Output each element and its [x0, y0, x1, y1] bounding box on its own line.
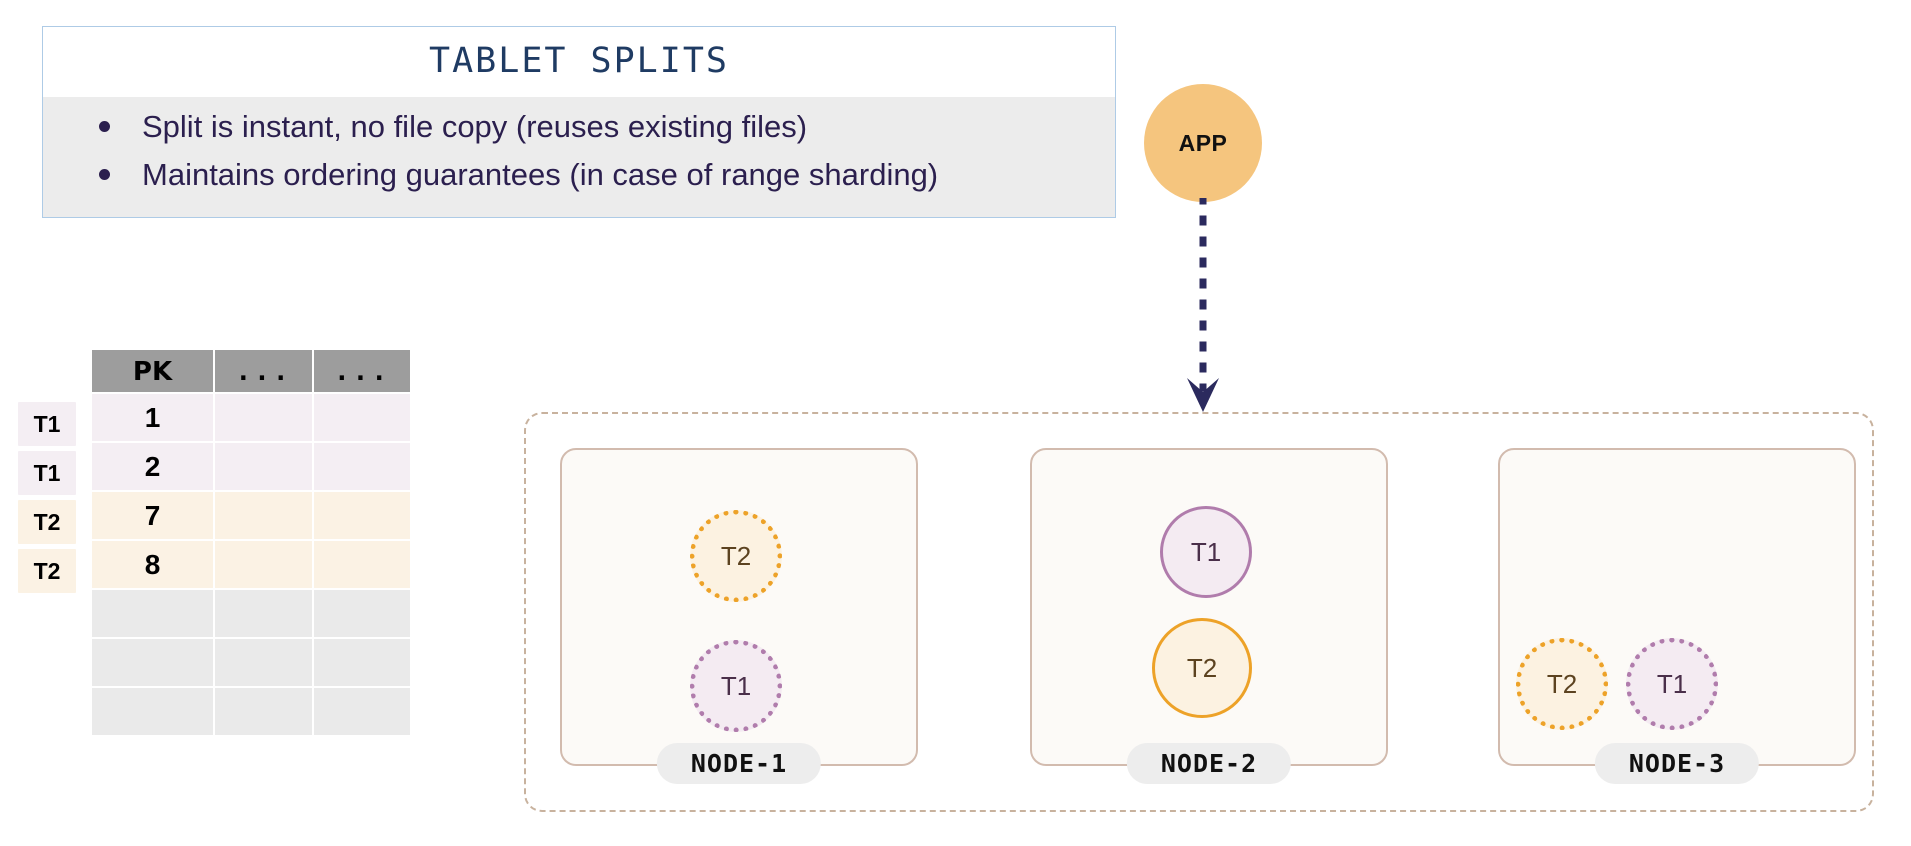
tablet-t2: T2	[1516, 638, 1608, 730]
app-node: APP	[1144, 84, 1262, 202]
table-row: 8	[92, 541, 412, 590]
table-row: 7	[92, 492, 412, 541]
callout-bullet-list: Split is instant, no file copy (reuses e…	[43, 97, 1115, 218]
node-label: NODE-3	[1594, 743, 1760, 784]
cell-col2	[314, 688, 412, 737]
tablet-tag-column: T1 T1 T2 T2	[18, 402, 76, 598]
tablet-t1: T1	[690, 640, 782, 732]
node-label: NODE-1	[656, 743, 822, 784]
table-row: 2	[92, 443, 412, 492]
app-node-label: APP	[1178, 129, 1228, 156]
tablet-tag: T2	[18, 500, 76, 544]
tablet-tag: T2	[18, 549, 76, 593]
cell-pk: 1	[92, 394, 215, 443]
cell-col1	[215, 492, 314, 541]
tablet-label: T1	[1656, 668, 1688, 699]
cell-col1	[215, 541, 314, 590]
column-header-ellipsis-2: ...	[314, 350, 412, 394]
cell-col2	[314, 590, 412, 639]
cluster-container: T2 T1 NODE-1 T1 T2 NODE-2 T2 T1 NODE-3	[524, 412, 1874, 812]
list-item: Split is instant, no file copy (reuses e…	[43, 103, 1115, 151]
bullet-dot-icon	[99, 169, 110, 181]
bullet-text: Split is instant, no file copy (reuses e…	[142, 109, 808, 144]
tablet-label: T2	[1546, 668, 1578, 699]
tablet-label: T2	[720, 540, 752, 571]
cell-col1	[215, 394, 314, 443]
table-row	[92, 688, 412, 737]
tablet-t1: T1	[1626, 638, 1718, 730]
cell-col2	[314, 639, 412, 688]
app-to-cluster-arrow-icon	[1187, 198, 1219, 412]
cell-col2	[314, 394, 412, 443]
tablet-t1: T1	[1160, 506, 1252, 598]
table-row	[92, 639, 412, 688]
table-header-row: PK ... ...	[92, 350, 412, 394]
tablet-tag: T1	[18, 451, 76, 495]
tablet-label: T1	[1190, 536, 1222, 567]
cell-col1	[215, 639, 314, 688]
cell-pk: 2	[92, 443, 215, 492]
cell-pk	[92, 590, 215, 639]
tablet-t2: T2	[690, 510, 782, 602]
column-header-ellipsis-1: ...	[215, 350, 314, 394]
tablet-splits-callout: TABLET SPLITS Split is instant, no file …	[42, 26, 1116, 219]
node-label: NODE-2	[1126, 743, 1292, 784]
tablet-t2: T2	[1152, 618, 1252, 718]
tablet-tag: T1	[18, 402, 76, 446]
table-row: 1	[92, 394, 412, 443]
tablet-label: T1	[720, 670, 752, 701]
node-card-node-2: T1 T2 NODE-2	[1030, 448, 1388, 784]
cell-col2	[314, 443, 412, 492]
cell-col1	[215, 688, 314, 737]
node-card-node-1: T2 T1 NODE-1	[560, 448, 918, 784]
node-card-node-3: T2 T1 NODE-3	[1498, 448, 1856, 784]
cell-pk: 7	[92, 492, 215, 541]
cell-pk	[92, 639, 215, 688]
bullet-text: Maintains ordering guarantees (in case o…	[142, 157, 939, 193]
primary-key-table: T1 T1 T2 T2 PK ... ... 1 2 7 8	[0, 350, 420, 737]
cell-col2	[314, 541, 412, 590]
table-row	[92, 590, 412, 639]
bullet-dot-icon	[99, 121, 110, 132]
list-item: Maintains ordering guarantees (in case o…	[43, 151, 1115, 199]
column-header-pk: PK	[92, 350, 215, 394]
cell-col1	[215, 590, 314, 639]
cell-col2	[314, 492, 412, 541]
page-title: TABLET SPLITS	[43, 27, 1115, 97]
cell-pk	[92, 688, 215, 737]
cell-col1	[215, 443, 314, 492]
cell-pk: 8	[92, 541, 215, 590]
tablet-label: T2	[1186, 652, 1218, 683]
table-grid: PK ... ... 1 2 7 8	[92, 350, 412, 737]
